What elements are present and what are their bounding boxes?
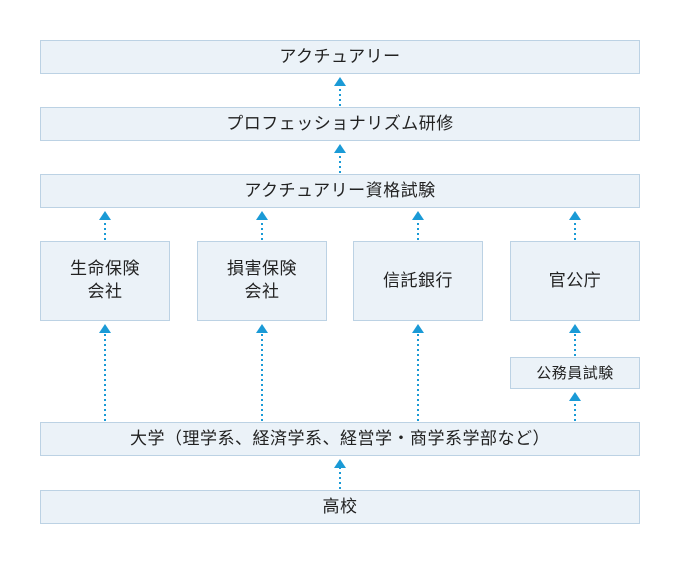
- arrow-head: [99, 324, 111, 333]
- arrow-head: [412, 211, 424, 220]
- actuary-exam-box: アクチュアリー資格試験: [40, 174, 640, 208]
- arrow-head: [334, 144, 346, 153]
- life-insurance-label-line1: 生命保険: [70, 259, 140, 280]
- arrow-head: [256, 211, 268, 220]
- professionalism-training-box: プロフェッショナリズム研修: [40, 107, 640, 141]
- civil-service-exam-box: 公務員試験: [510, 357, 640, 389]
- government-label: 官公庁: [548, 270, 602, 291]
- arrow-head: [569, 211, 581, 220]
- high-school-label: 高校: [322, 496, 358, 517]
- non-life-insurance-box: 損害保険 会社: [197, 241, 327, 321]
- high-school-box: 高校: [40, 490, 640, 524]
- trust-bank-label: 信託銀行: [383, 270, 453, 291]
- university-label: 大学（理学系、経済学系、経営学・商学系学部など）: [130, 428, 550, 449]
- arrow-head: [334, 459, 346, 468]
- non-life-insurance-label-line1: 損害保険: [227, 259, 297, 280]
- life-insurance-label-line2: 会社: [87, 282, 123, 302]
- government-box: 官公庁: [510, 241, 640, 321]
- actuary-label: アクチュアリー: [279, 46, 401, 67]
- arrow-head: [99, 211, 111, 220]
- arrow-head: [569, 392, 581, 401]
- trust-bank-box: 信託銀行: [353, 241, 483, 321]
- arrow-head: [569, 324, 581, 333]
- arrow-head: [256, 324, 268, 333]
- actuary-box: アクチュアリー: [40, 40, 640, 74]
- arrow-head: [334, 77, 346, 86]
- non-life-insurance-label-line2: 会社: [244, 282, 280, 302]
- civil-service-exam-label: 公務員試験: [536, 363, 614, 382]
- life-insurance-box: 生命保険 会社: [40, 241, 170, 321]
- professionalism-training-label: プロフェッショナリズム研修: [226, 113, 454, 134]
- arrow-head: [412, 324, 424, 333]
- actuary-exam-label: アクチュアリー資格試験: [244, 180, 436, 201]
- university-box: 大学（理学系、経済学系、経営学・商学系学部など）: [40, 422, 640, 456]
